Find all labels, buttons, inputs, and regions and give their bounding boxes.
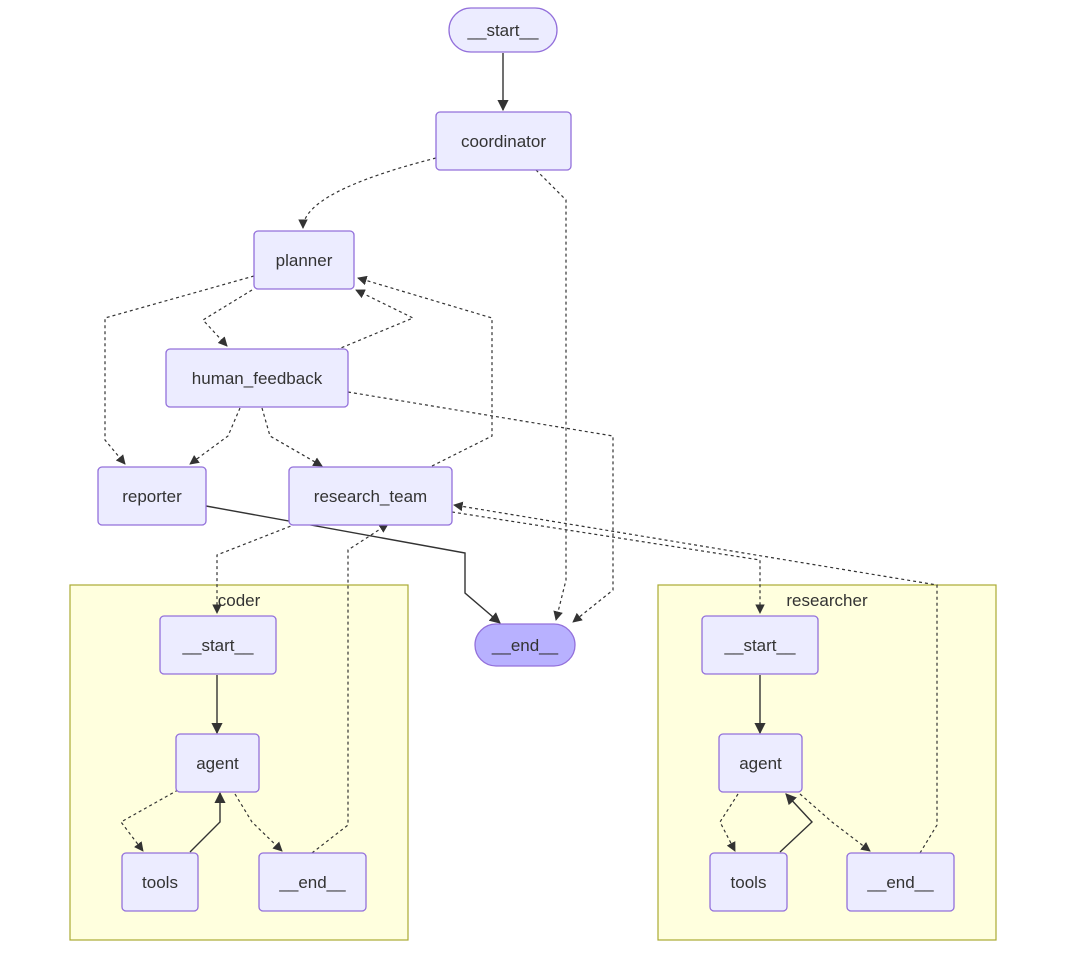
coder-node-agent-label: agent: [196, 754, 239, 773]
coder-node-tools: tools: [121, 852, 199, 912]
coder-node-end: __end__: [258, 852, 367, 912]
researcher-node-start-label: __start__: [724, 636, 796, 655]
edge-coder-tools-agent: [189, 791, 226, 853]
cluster-coder-title: coder: [218, 591, 261, 610]
edge-planner-human-feedback: [202, 289, 253, 347]
edge-research-team-coder: [212, 523, 297, 614]
node-research-team-label: research_team: [314, 487, 427, 506]
edges: [104, 53, 938, 854]
edge-coordinator-planner: [298, 157, 437, 229]
node-reporter-label: reporter: [122, 487, 182, 506]
edge-coder-end-research-team: [311, 523, 389, 854]
node-planner-label: planner: [276, 251, 333, 270]
researcher-node-agent: agent: [718, 733, 803, 793]
coder-node-start-label: __start__: [182, 636, 254, 655]
edge-researcher-end-research-team: [453, 501, 938, 854]
researcher-node-end: __end__: [846, 852, 955, 912]
edge-human-feedback-planner: [335, 289, 415, 351]
coder-node-end-label: __end__: [278, 873, 346, 892]
researcher-node-start: __start__: [701, 615, 819, 675]
edge-researcher-agent-end: [799, 793, 871, 852]
edge-human-feedback-end: [347, 391, 614, 623]
node-end-label: __end__: [491, 636, 559, 655]
researcher-node-tools-label: tools: [731, 873, 767, 892]
edge-human-feedback-reporter: [189, 407, 241, 465]
edge-reporter-end: [205, 505, 501, 624]
node-planner: planner: [253, 230, 355, 290]
edge-researcher-agent-tools: [719, 793, 739, 852]
edge-research-team-researcher: [451, 511, 765, 614]
node-start: __start__: [448, 7, 558, 53]
node-research-team: research_team: [288, 466, 453, 526]
edge-human-feedback-research-team: [261, 407, 323, 467]
node-reporter: reporter: [97, 466, 207, 526]
edge-coder-agent-end: [234, 793, 283, 852]
cluster-researcher-title: researcher: [786, 591, 868, 610]
researcher-node-end-label: __end__: [866, 873, 934, 892]
researcher-node-agent-label: agent: [739, 754, 782, 773]
node-end: __end__: [474, 623, 576, 667]
node-start-label: __start__: [467, 21, 539, 40]
coder-node-agent: agent: [175, 733, 260, 793]
node-coordinator: coordinator: [435, 111, 572, 171]
node-coordinator-label: coordinator: [461, 132, 546, 151]
coder-node-tools-label: tools: [142, 873, 178, 892]
edge-coordinator-end: [535, 169, 567, 621]
researcher-node-tools: tools: [709, 852, 788, 912]
coder-node-start: __start__: [159, 615, 277, 675]
node-human-feedback-label: human_feedback: [192, 369, 323, 388]
node-human-feedback: human_feedback: [165, 348, 349, 408]
edge-researcher-tools-agent: [779, 793, 813, 853]
edge-research-team-planner: [357, 275, 493, 467]
